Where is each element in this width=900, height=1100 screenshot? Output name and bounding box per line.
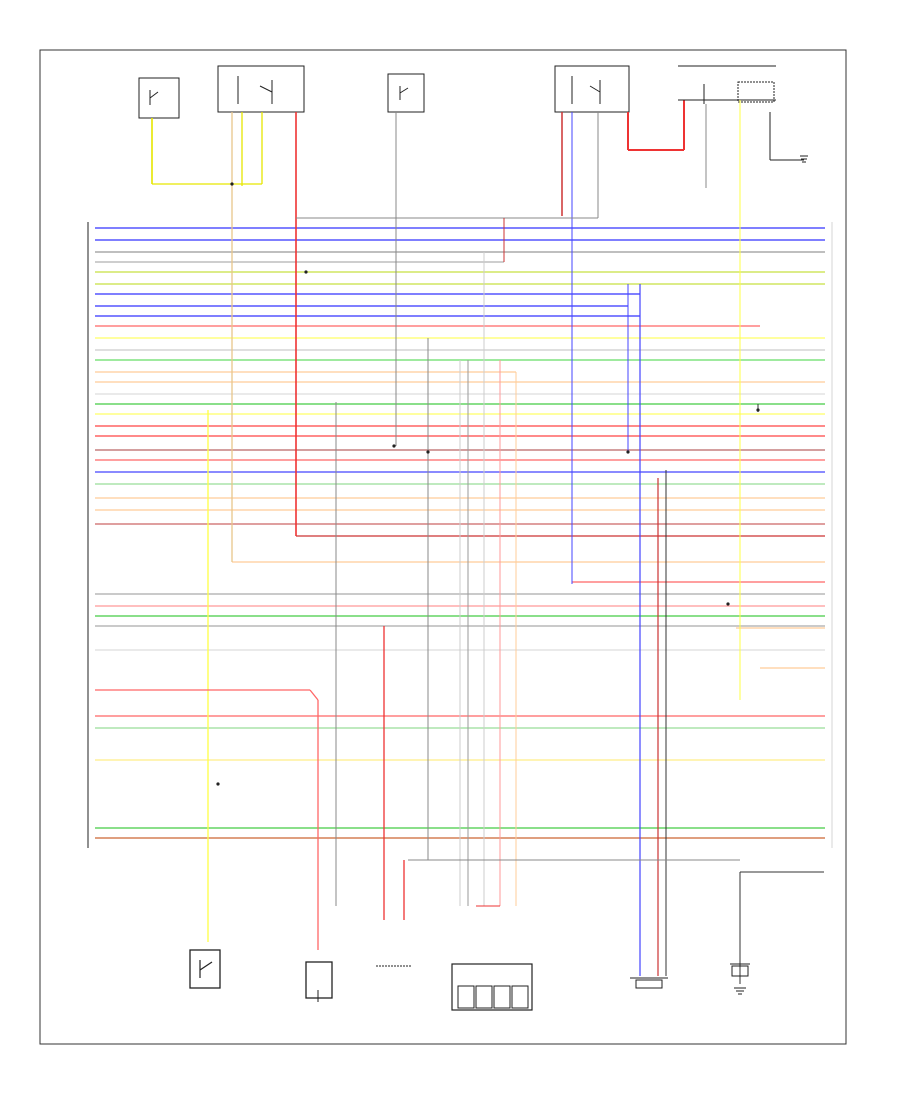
top-left-switch [138,77,180,184]
splice-icon [216,182,760,786]
sensor-icon [399,86,409,100]
top-middle-sensor [387,73,425,446]
knock-sensor [305,961,333,1002]
secondary-relay [554,65,630,584]
ground-icon [800,155,808,163]
relay-icon [571,76,601,104]
throttle-position-switch [189,949,221,989]
top-right-component [678,65,808,700]
main-relay [217,65,305,562]
oxygen-sensor [730,963,750,995]
ground-icon [734,987,746,995]
relay-icon [237,76,273,104]
diagram-frame [39,49,847,1045]
mass-air-flow-sensor [451,905,533,1011]
switch-icon [199,960,213,978]
switch-icon [149,90,159,105]
vehicle-speed-sensor [630,977,668,989]
engine-control-module-connector [87,222,833,848]
